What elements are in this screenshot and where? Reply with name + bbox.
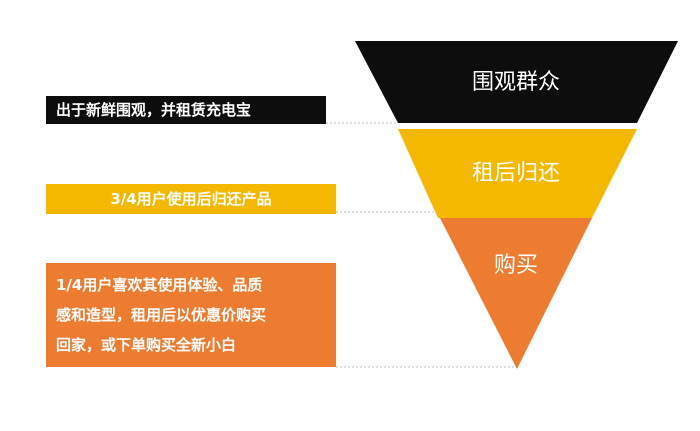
annotation-level-3: 1/4用户喜欢其使用体验、品质 感和造型，租用后以优惠价购买 回家，或下单购买全… bbox=[46, 263, 336, 367]
annotation-level-3-line-1: 1/4用户喜欢其使用体验、品质 bbox=[56, 276, 263, 294]
funnel-level-2-label: 租后归还 bbox=[472, 161, 560, 186]
annotation-level-1: 出于新鲜围观，并租赁充电宝 bbox=[46, 96, 326, 124]
annotation-level-2: 3/4用户使用后归还产品 bbox=[46, 184, 336, 214]
funnel-level-3 bbox=[440, 218, 592, 369]
annotation-level-2-text: 3/4用户使用后归还产品 bbox=[110, 190, 272, 208]
funnel-level-2 bbox=[398, 129, 637, 218]
annotation-level-3-line-2: 感和造型，租用后以优惠价购买 bbox=[56, 306, 267, 324]
funnel-level-3-label: 购买 bbox=[494, 253, 538, 278]
funnel-level-1 bbox=[355, 41, 678, 123]
annotation-level-3-line-3: 回家，或下单购买全新小白 bbox=[56, 336, 237, 354]
annotation-level-1-text: 出于新鲜围观，并租赁充电宝 bbox=[56, 101, 252, 119]
funnel-level-1-label: 围观群众 bbox=[472, 70, 560, 95]
